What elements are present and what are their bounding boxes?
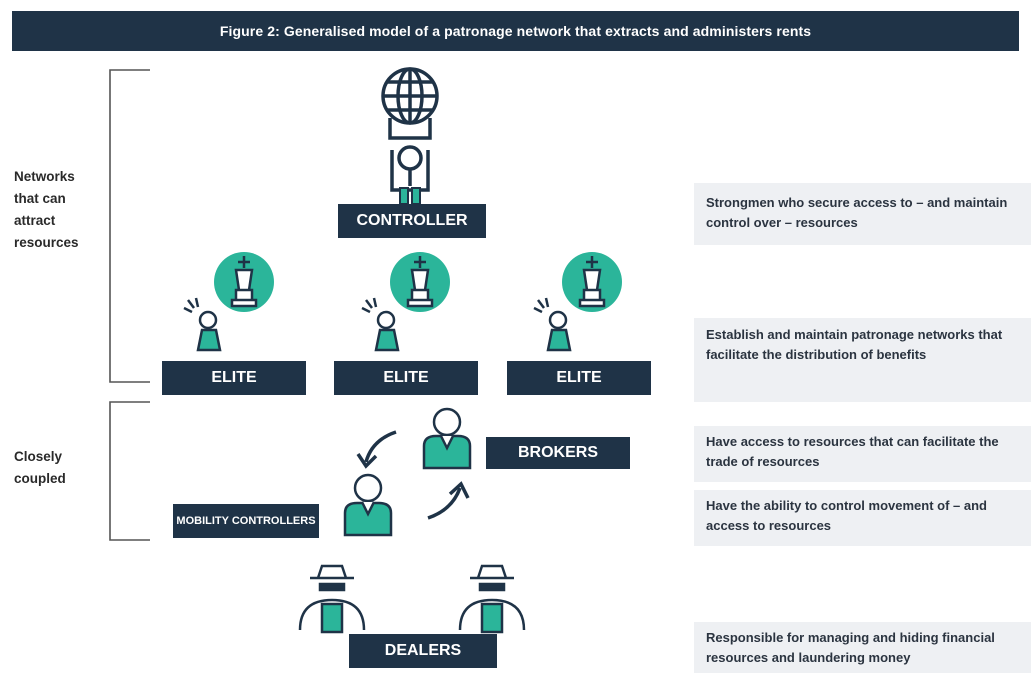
mobility-controllers-label: MOBILITY CONTROLLERS — [173, 504, 319, 538]
side-label-coupled: Closely coupled — [14, 449, 66, 486]
controller-label: CONTROLLER — [338, 204, 486, 238]
curved-arrow-icon — [427, 481, 470, 520]
elite-label-2: ELITE — [334, 361, 478, 395]
chess-king-icon — [562, 252, 622, 312]
pawn-hand-icon — [533, 297, 572, 352]
dealers-label: DEALERS — [349, 634, 497, 668]
globe-icon — [381, 67, 439, 125]
pawn-hand-icon — [183, 297, 222, 352]
description-dealers: Responsible for managing and hiding fina… — [694, 622, 1031, 673]
figure-title: Figure 2: Generalised model of a patrona… — [12, 11, 1019, 51]
elite-label-3: ELITE — [507, 361, 651, 395]
spy-hat-figure-icon — [298, 564, 366, 634]
curved-arrow-icon — [356, 430, 397, 469]
side-label-networks: Networks that can attract resources — [14, 169, 79, 250]
description-brokers: Have access to resources that can facili… — [694, 426, 1031, 482]
broker-figure-icon — [343, 473, 393, 537]
elite-label-1: ELITE — [162, 361, 306, 395]
controller-figure-icon — [388, 118, 432, 192]
description-controller: Strongmen who secure access to – and mai… — [694, 183, 1031, 245]
broker-figure-icon — [422, 407, 472, 470]
description-elite: Establish and maintain patronage network… — [694, 318, 1031, 402]
spy-hat-figure-icon — [458, 564, 526, 634]
chess-king-icon — [390, 252, 450, 312]
bracket-networks — [109, 69, 150, 383]
pawn-hand-icon — [361, 297, 400, 352]
description-mobility-controllers: Have the ability to control movement of … — [694, 490, 1031, 546]
brokers-label: BROKERS — [486, 437, 630, 469]
chess-king-icon — [214, 252, 274, 312]
bracket-coupled — [109, 401, 150, 541]
